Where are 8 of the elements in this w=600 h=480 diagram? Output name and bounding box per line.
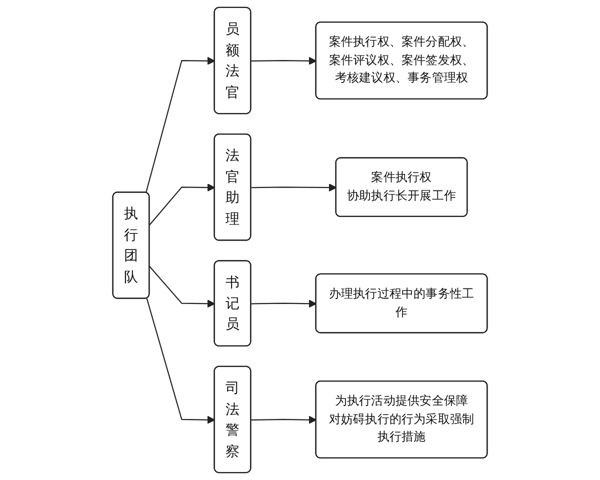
- arrow: [149, 183, 216, 226]
- arrow: [146, 298, 216, 424]
- arrow: [251, 183, 337, 192]
- arrow: [149, 266, 216, 308]
- arrow: [251, 416, 317, 424]
- arrow: [251, 56, 317, 65]
- arrow: [145, 56, 216, 193]
- arrow: [251, 300, 317, 308]
